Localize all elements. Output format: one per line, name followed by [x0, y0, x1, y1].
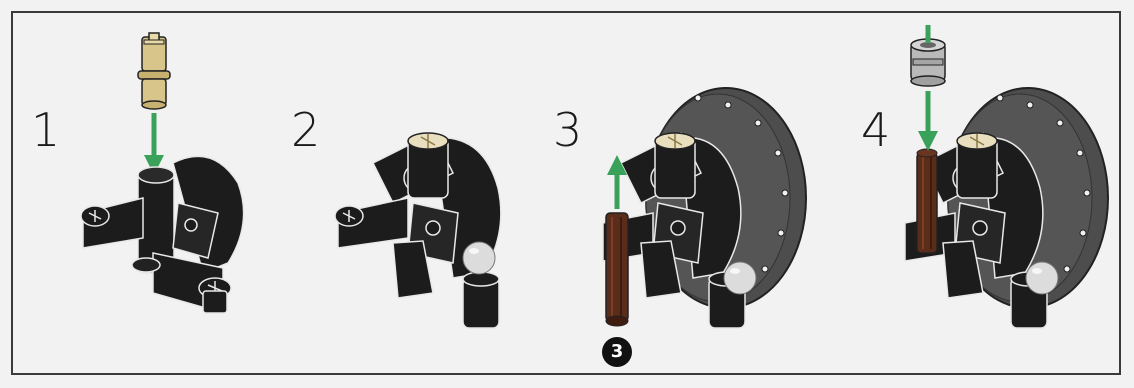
gray-bushing — [911, 39, 945, 86]
quantity-callout: 3 — [602, 337, 632, 367]
brown-axle-3 — [606, 213, 628, 326]
steering-knuckle-1 — [81, 156, 244, 313]
instruction-frame: 1 2 3 4 — [11, 11, 1121, 375]
ball-joint-4 — [1026, 262, 1058, 294]
build-scene — [13, 13, 1119, 373]
step-1-assembly — [81, 33, 244, 313]
ball-joint-3 — [724, 262, 756, 294]
step-2-assembly — [335, 133, 501, 328]
step-3-assembly — [603, 88, 806, 328]
steering-knuckle-2 — [335, 133, 501, 328]
step-4-assembly — [905, 25, 1108, 328]
brown-axle-4 — [917, 149, 937, 253]
ball-joint-2 — [463, 242, 495, 274]
tan-axle-pin — [138, 33, 170, 109]
